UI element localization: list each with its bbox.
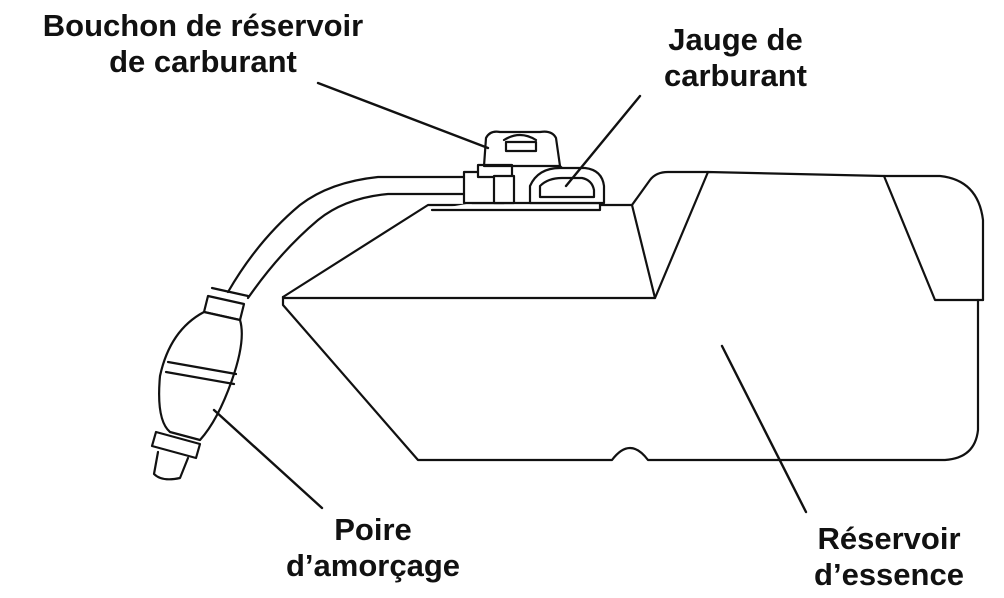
fuel-cap [430,130,602,212]
label-fuel-tank-line1: Réservoir [817,521,961,556]
leader-line-primer-bulb [212,408,324,510]
leader-line-fuel-tank [720,344,808,514]
label-primer-bulb: Poire d’amorçage [268,512,478,584]
label-primer-bulb-line2: d’amorçage [285,548,460,583]
label-fuel-gauge-line1: Jauge de [668,22,803,57]
fuel-hose [226,175,470,300]
primer-bulb [150,286,250,481]
label-fuel-tank: Réservoir d’essence [790,521,988,593]
label-fuel-cap-line1: Bouchon de réservoir [42,8,364,43]
fuel-tank-body [281,170,985,462]
leader-lines [212,81,808,514]
leader-line-fuel-cap [316,81,490,150]
label-fuel-cap: Bouchon de réservoir de carburant [8,8,398,80]
label-fuel-gauge: Jauge de carburant [648,22,823,94]
leader-line-fuel-gauge [564,94,642,188]
label-fuel-cap-line2: de carburant [109,44,297,79]
label-fuel-tank-line2: d’essence [814,557,964,592]
label-fuel-gauge-line2: carburant [664,58,807,93]
label-primer-bulb-line1: Poire [334,512,412,547]
